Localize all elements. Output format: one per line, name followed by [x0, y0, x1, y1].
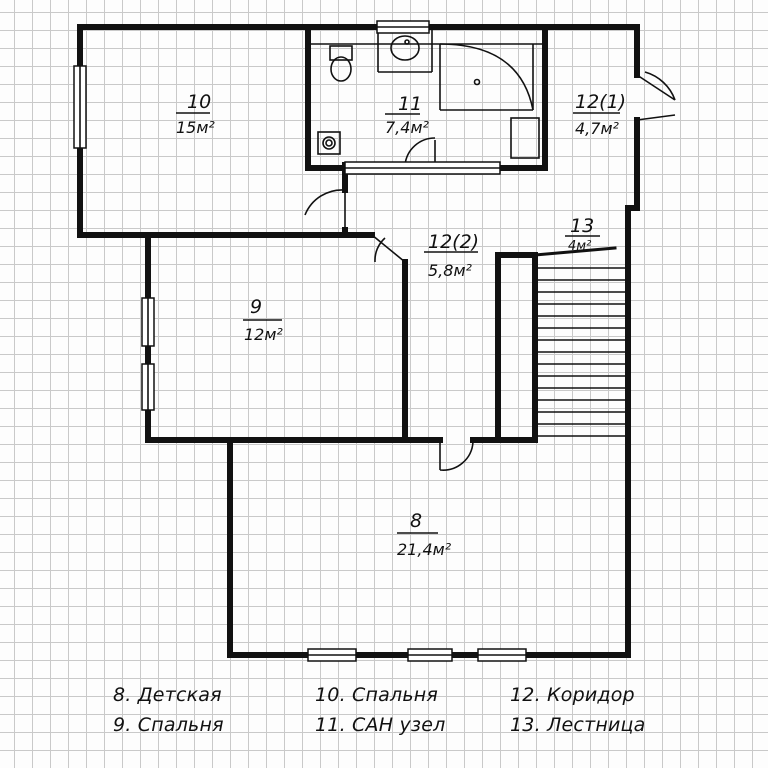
staircase: [537, 267, 626, 437]
room-12-2-area: 5,8м²: [428, 261, 473, 280]
room-11-number: 11: [398, 93, 422, 115]
room9-door: [371, 234, 406, 263]
room-13-area: 4м²: [568, 239, 591, 254]
entrance-door: [636, 71, 676, 121]
room-9-area: 12м²: [244, 325, 283, 344]
room-10-area: 15м²: [176, 118, 215, 137]
washing-machine-icon: [317, 131, 341, 155]
room-8-area: 21,4м²: [397, 540, 452, 559]
wall-stair-entry: [533, 246, 617, 257]
sink-icon: [390, 35, 420, 61]
shower-drain-icon: [473, 78, 481, 86]
room-8-number: 8: [410, 510, 422, 532]
room-12-1-number: 12(1): [575, 91, 626, 113]
room8-door: [439, 440, 474, 471]
room-12-2-number: 12(2): [428, 231, 479, 253]
toilet-bowl-icon: [330, 56, 352, 82]
toilet-tank-icon: [329, 45, 353, 61]
windows: [73, 20, 527, 662]
room-9-number: 9: [250, 296, 262, 318]
room-12-1-area: 4,7м²: [575, 119, 620, 138]
room-11-area: 7,4м²: [385, 118, 430, 137]
cabinet-icon: [510, 117, 540, 159]
doors: [304, 71, 676, 471]
bathroom-interior: [308, 27, 545, 159]
walls: [77, 24, 640, 658]
room-13-number: 13: [570, 215, 594, 237]
room-10-number: 10: [187, 91, 211, 113]
corridor-door-left: [304, 189, 346, 230]
room-labels: 10 15м² 11 7,4м² 12(1) 4,7м² 12(2) 5,8м²…: [176, 91, 626, 559]
